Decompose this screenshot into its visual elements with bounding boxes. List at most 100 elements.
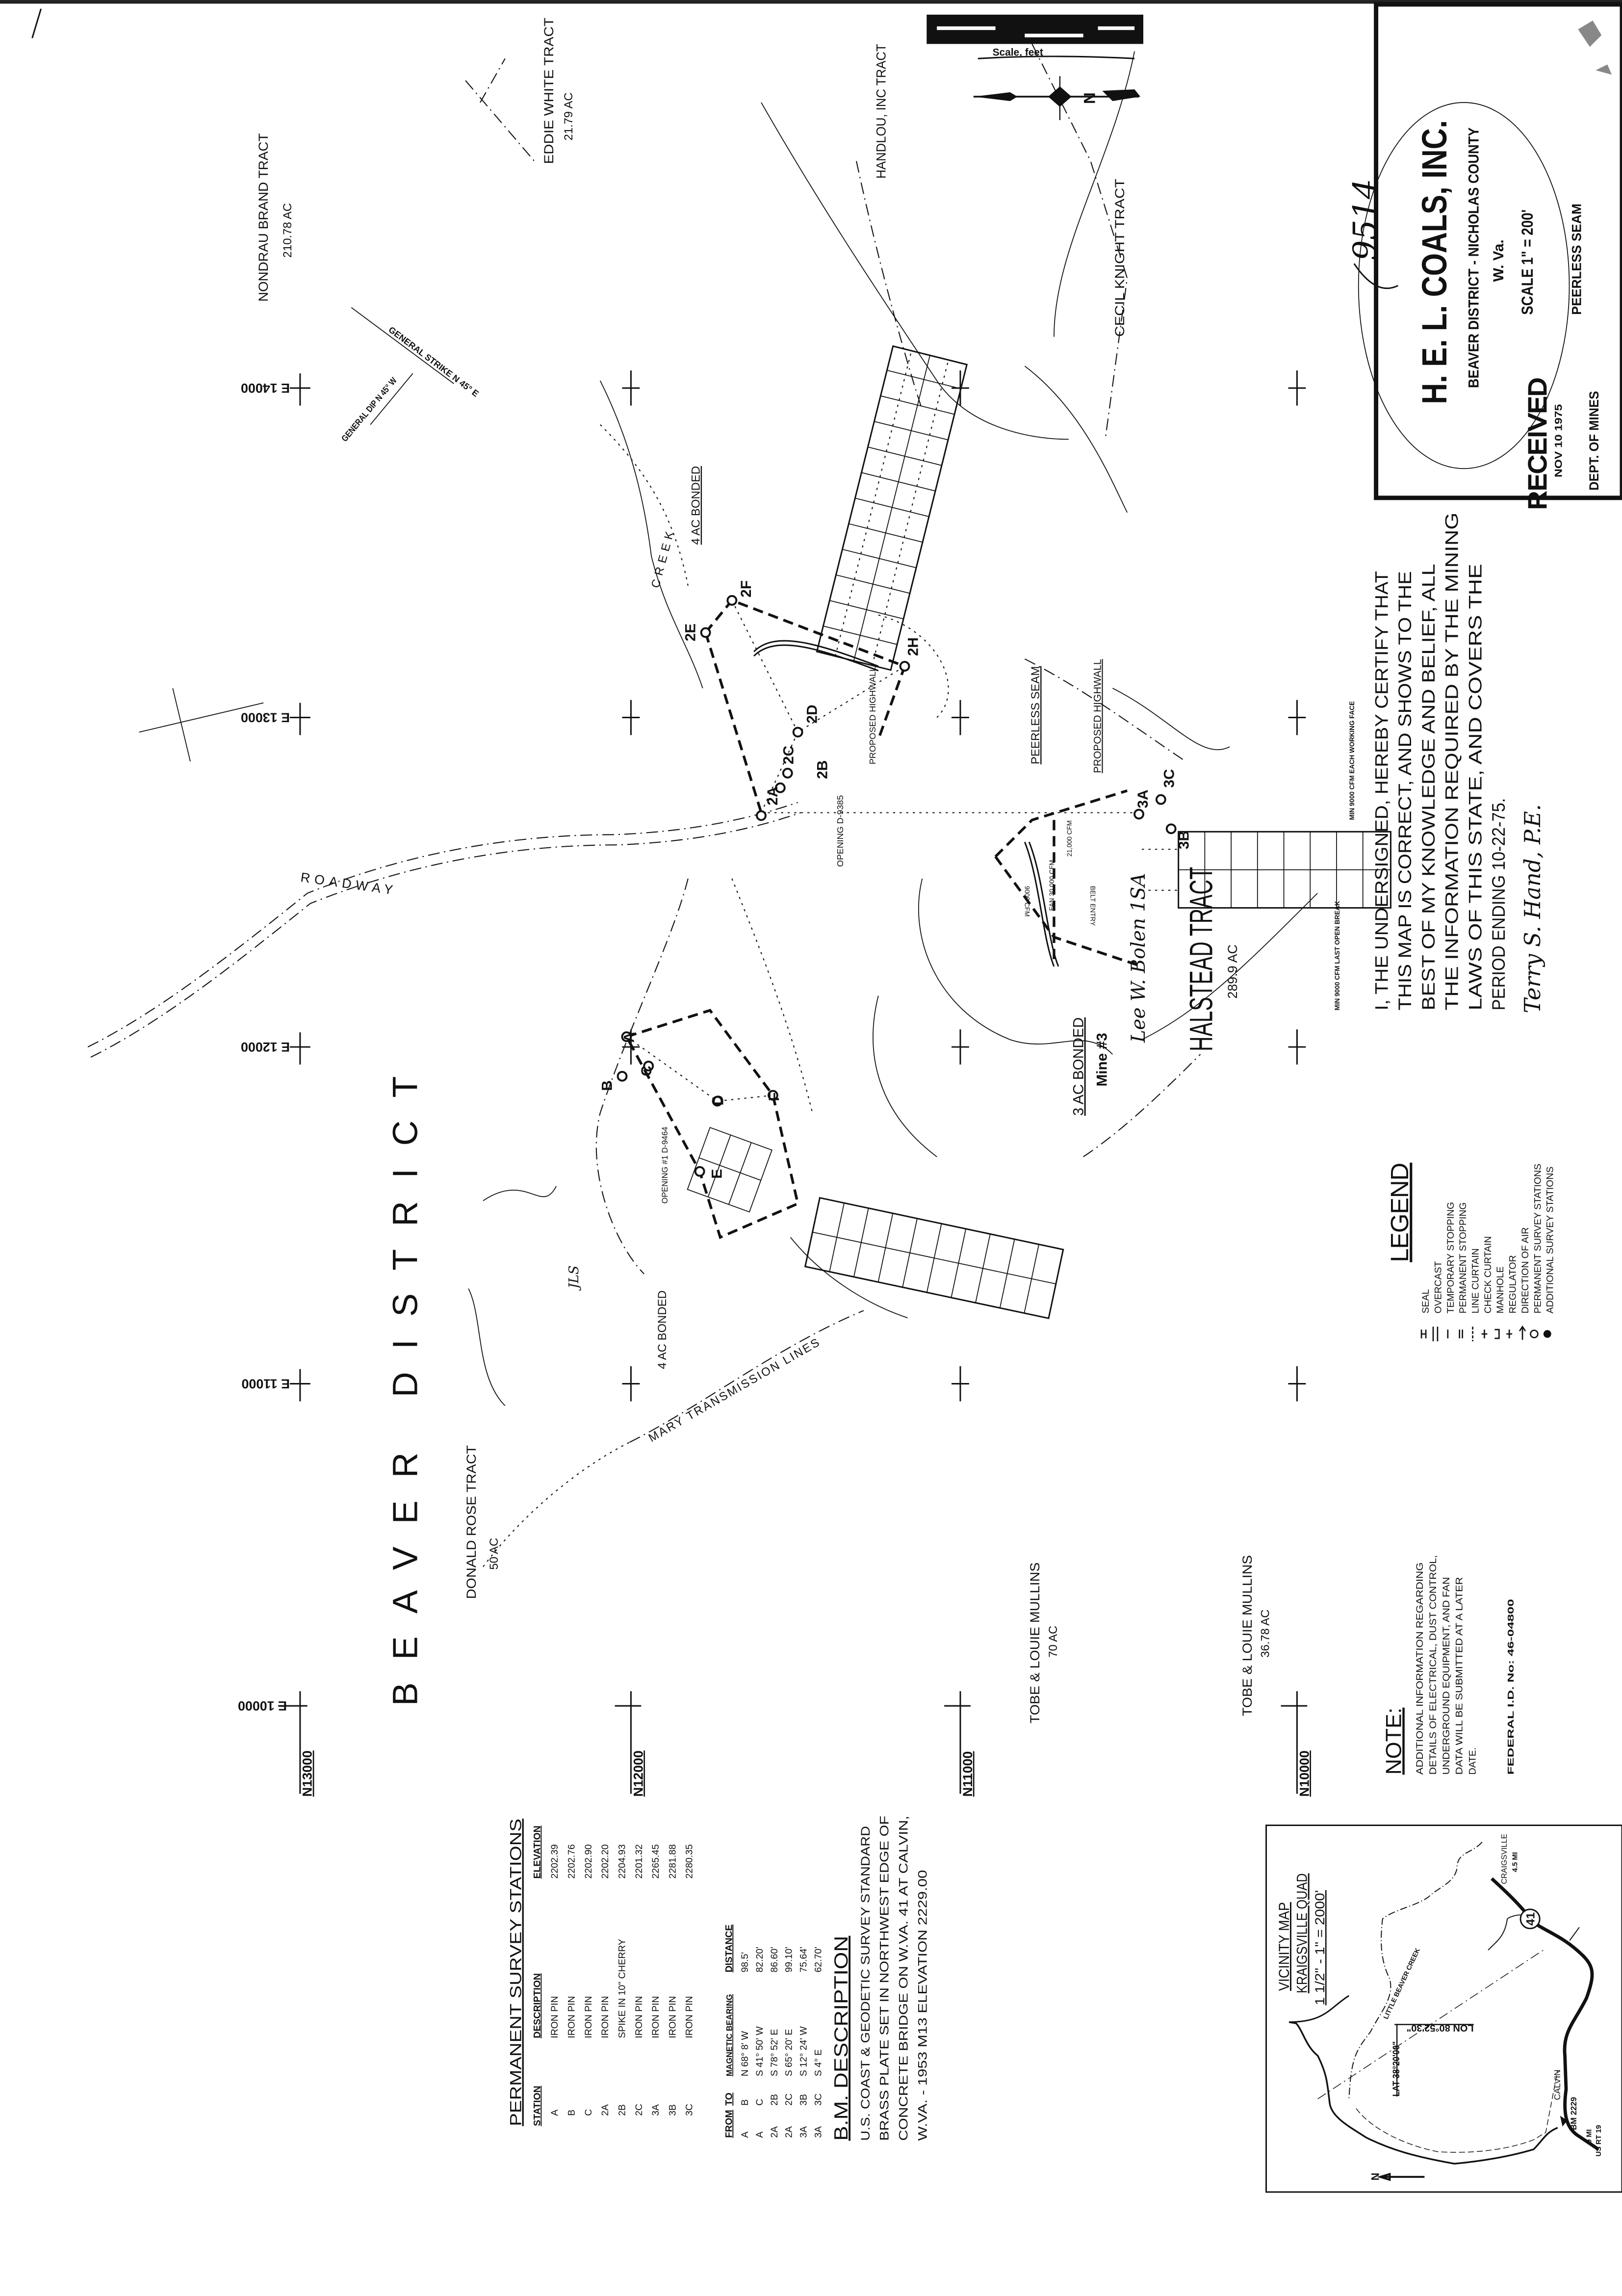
bearing-from-cell: 3A <box>798 2126 809 2138</box>
legend-item-regulator: REGULATOR <box>1508 1255 1519 1313</box>
peerless-seam-label: PEERLESS SEAM <box>1029 666 1042 764</box>
bearing-to-cell: C <box>754 2099 765 2106</box>
survey-stations-table: PERMANENT SURVEY STATIONS STATION DESCRI… <box>507 1819 824 2138</box>
station-elevation-cell: 2201.32 <box>634 1844 644 1879</box>
calvin-label: CALVIN <box>1552 2069 1562 2100</box>
map-number-bracket <box>1353 263 1399 289</box>
tract-cecil-knight-name: CECIL KNIGHT TRACT <box>1112 179 1127 337</box>
creek-label: CREEK <box>649 526 678 590</box>
station-A-marker <box>621 1031 632 1043</box>
station-id-cell: A <box>549 2110 560 2116</box>
vicinity-title: VICINITY MAP <box>1276 1902 1292 1991</box>
certification-line: I, THE UNDERSIGNED, HEREBY CERTIFY THAT <box>1371 571 1391 1010</box>
certification-line: THIS MAP IS CORRECT, AND SHOWS TO THE <box>1394 571 1415 1010</box>
northing-label: N12000 <box>631 1750 645 1797</box>
bm-title: B.M. DESCRIPTION <box>831 1936 852 2141</box>
tract-donald-rose-name: DONALD ROSE TRACT <box>464 1445 479 1599</box>
legend-item-additional-survey-stations: ADDITIONAL SURVEY STATIONS <box>1545 1167 1556 1314</box>
district-label: BEAVER DISTRICT <box>386 1076 425 1706</box>
note-title: NOTE: <box>1381 1708 1406 1775</box>
easting-labels: E 14000 E 13000 E 12000 E 11000 E 10000 <box>238 381 290 1713</box>
survey-stations-title: PERMANENT SURVEY STATIONS <box>507 1819 525 2126</box>
easting-label: E 14000 <box>241 381 290 395</box>
station-elevation-cell: 2280.35 <box>684 1844 695 1879</box>
road-secondary <box>1356 2070 1558 2153</box>
cfm-9000-label: 9000 CFM <box>1023 886 1030 917</box>
bearing-value-cell: S 4° E <box>813 2049 824 2076</box>
belt-conveyor <box>753 640 879 672</box>
vicinity-scale: 1 1/2" - 1" = 2000' <box>1313 1890 1327 2006</box>
legend-item-line-curtain: LINE CURTAIN <box>1470 1248 1481 1313</box>
title-block: H. E. L. COALS, INC. BEAVER DISTRICT - N… <box>1358 2 1622 510</box>
map-number: 9514 <box>1347 179 1384 261</box>
property-lines <box>87 44 1318 1567</box>
bearing-to-cell: 2C <box>784 2093 795 2106</box>
note-line: DETAILS OF ELECTRICAL, DUST CONTROL, <box>1428 1555 1439 1775</box>
bearing-distance-cell: 98.5' <box>740 1952 750 1972</box>
station-id-cell: 2B <box>617 2104 627 2116</box>
legend-item-temporary-stopping: TEMPORARY STOPPING <box>1445 1202 1456 1313</box>
bearing-value-cell: S 12° 24' W <box>798 2026 809 2077</box>
bm-line: U.S. COAST & GEODETIC SURVEY STANDARD <box>859 1826 873 2141</box>
easting-label: E 11000 <box>241 1377 290 1391</box>
bearing-distance-cell: 86.60' <box>769 1947 780 1972</box>
legend-item-permanent-stopping: PERMANENT STOPPING <box>1458 1202 1468 1314</box>
note-line: ADDITIONAL INFORMATION REGARDING <box>1415 1563 1425 1775</box>
station-label: E <box>709 1169 725 1179</box>
station-2A-marker <box>756 810 767 821</box>
vicinity-quad: KRAIGSVILLE QUAD <box>1294 1873 1311 1993</box>
route-41-shield-icon <box>1519 1908 1541 1930</box>
scale-bar-label: Scale, feet <box>993 47 1043 58</box>
station-label: 2D <box>804 704 820 723</box>
station-elevation-cell: 2202.39 <box>549 1844 560 1879</box>
tract-eddie-white-area: 21.79 AC <box>562 92 575 140</box>
tract-mullins-70-area: 70 AC <box>1047 1626 1060 1658</box>
station-3A-marker <box>1133 809 1144 820</box>
opening-1-label: OPENING #1 D-9464 <box>661 1127 669 1204</box>
mine-signature: Lee W. Bolen 1SA <box>1128 873 1150 1043</box>
cfm-21000-label: 21,000 CFM <box>1066 820 1073 857</box>
note-block: NOTE: ADDITIONAL INFORMATION REGARDING D… <box>1381 1555 1516 1775</box>
station-labels: 2A 2B 2C 2D 2E 2F 2H 3A 3B 3C A B C D E … <box>599 580 1192 1179</box>
river <box>1288 2021 1558 2165</box>
station-elevation-cell: 2202.76 <box>566 1844 577 1879</box>
bonded-lower-label: 4 AC BONDED <box>656 1290 669 1369</box>
bearing-distance-cell: 99.10' <box>784 1947 795 1972</box>
station-label: 2F <box>738 580 754 598</box>
creek <box>1348 1842 1483 2099</box>
station-2C-marker <box>782 768 793 779</box>
min-cfm-face-label: MIN 9000 CFM EACH WORKING FACE <box>1348 701 1356 820</box>
station-label: 2B <box>814 760 830 779</box>
easting-label: E 10000 <box>238 1698 287 1713</box>
tract-donald-rose-area: 50 AC <box>488 1538 501 1570</box>
station-id-cell: 3B <box>667 2104 678 2116</box>
route-number: 41 <box>1524 1912 1537 1926</box>
legend-item-overcast: OVERCAST <box>1433 1261 1443 1313</box>
bm-description: B.M. DESCRIPTION U.S. COAST & GEODETIC S… <box>831 1816 929 2141</box>
mine-workings-mine3 <box>1142 831 1391 909</box>
station-2H-marker <box>899 661 910 672</box>
manhole-icon <box>1494 1329 1500 1339</box>
proposed-highwall-label: PROPOSED HIGHWALL <box>1092 659 1103 773</box>
mine-workings-lower <box>804 1197 1064 1319</box>
min-cfm-break-label: MIN 9000 CFM LAST OPEN BREAK <box>1334 901 1341 1010</box>
header-from: FROM <box>723 2110 734 2138</box>
station-label: C <box>639 1066 655 1076</box>
certifier-signature: Terry S. Hand, P.E. <box>1519 804 1545 1013</box>
opening-2-label: OPENING D-9385 <box>835 795 845 867</box>
bm-line: W.VA. - 1953 M13 ELEVATION 2229.00 <box>916 1870 929 2140</box>
general-dip-label: GENERAL DIP N 45° W <box>339 375 399 444</box>
tract-handlou-name: HANDLOU, INC TRACT <box>874 44 889 179</box>
survey-traverse <box>624 599 1142 1239</box>
station-description-cell: IRON PIN <box>600 1996 611 2038</box>
us19-label: US RT 19 <box>1595 2125 1603 2156</box>
tract-halstead-area: 289.9 AC <box>1225 944 1240 999</box>
transmission-line-label: MARY TRANSMISSION LINES <box>646 1335 823 1445</box>
air-direction-arrow-icon <box>1519 1325 1526 1340</box>
easting-label: E 13000 <box>241 710 290 725</box>
legend-item-direction-of-air: DIRECTION OF AIR <box>1520 1227 1531 1314</box>
state: W. Va. <box>1491 239 1507 282</box>
station-id-cell: C <box>583 2109 594 2116</box>
station-id-cell: 2C <box>634 2104 644 2116</box>
